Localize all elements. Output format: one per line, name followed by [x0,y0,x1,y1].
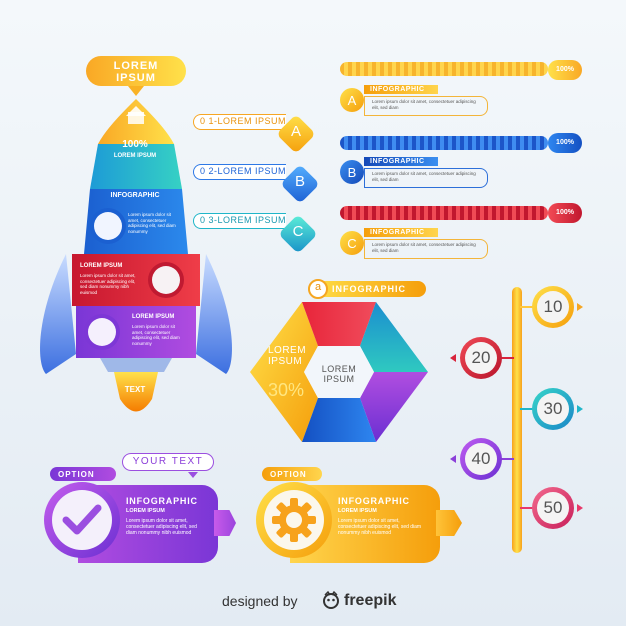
label-a-text: 0 1-LOREM IPSUM [200,116,287,126]
progress-c-badge [548,203,582,223]
gear-icon [272,498,316,542]
progress-b-textbox [364,168,488,188]
option-1-subtitle: LOREM IPSUM [126,508,165,514]
hexagon-center [304,346,374,398]
rocket-graphic [40,56,232,412]
progress-a-title-bar [364,85,438,94]
rocket-band2-title: INFOGRAPHIC [110,192,160,199]
hexagon-segment-top [302,302,376,346]
rocket-band2-text: Lorem ipsum dolor sit amet, consectetuer… [128,212,176,234]
progress-c-value: 100% [556,209,574,216]
option-2-subtitle: LOREM IPSUM [338,508,377,514]
label-c-text: 0 3-LOREM IPSUM [200,215,287,225]
rocket-right-wing [196,254,232,374]
option-1-header-pill [122,453,214,471]
hexagon-left-line2: IPSUM [268,356,303,367]
checkmark-icon [62,504,102,535]
option-2-text: Lorem ipsum dolor sit amet, consectetuer… [338,518,422,536]
hexagon-tag-text: INFOGRAPHIC [332,284,406,294]
footer-designed-by: designed by [222,593,298,609]
option-1-title: INFOGRAPHIC [126,496,198,506]
progress-a-letter: A [347,93,357,108]
progress-b-text: Lorem ipsum dolor sit amet, consectetuer… [372,171,476,182]
progress-b-value: 100% [556,139,574,146]
hexagon-center-line2: IPSUM [323,374,355,384]
progress-c-title: INFOGRAPHIC [370,229,425,236]
hexagon-tag [308,281,426,297]
hexagon-center-line1: LOREM [321,364,357,374]
rocket-title-pill [86,56,186,86]
progress-c-letter: C [347,236,357,251]
timeline-value-10: 10 [543,297,563,316]
option-2-tag [262,467,322,481]
option-2-arrow [436,510,462,536]
timeline-value-30: 30 [543,399,563,418]
label-b-letter: B [294,173,305,190]
rocket-flame-text: TEXT [124,385,146,394]
progress-b-title: INFOGRAPHIC [370,158,425,165]
option-2-title: INFOGRAPHIC [338,496,410,506]
progress-c-textbox [364,239,488,259]
label-a-pill [193,114,286,130]
rocket-band-cyan [90,144,182,189]
rocket-band4-text: Lorem ipsum dolor sit amet, consectetuer… [132,324,180,346]
label-b-pill [193,164,286,180]
rocket-infographic [36,54,236,424]
timeline-value-20: 20 [471,348,491,367]
progress-a-bar [340,62,548,76]
option-2-tag-text: OPTION [270,470,307,479]
label-b-text: 0 2-LOREM IPSUM [200,166,287,176]
progress-b-letter: B [347,165,357,180]
label-c-pill [193,213,286,229]
hexagon-segment-top-right [360,302,428,372]
option-1-tag [50,467,116,481]
timeline-value-40: 40 [471,449,491,468]
progress-b-badge [548,133,582,153]
rocket-band3-title: LOREM IPSUM [80,263,123,269]
rocket-band1-label: LOREM IPSUM [113,153,157,159]
progress-c-title-bar [364,228,438,237]
hexagon-chart [250,302,428,442]
rocket-band3-text: Lorem ipsum dolor sit amet, consectetuer… [80,273,136,295]
rocket-flame [114,372,158,412]
option-1-header: YOUR TEXT [132,456,204,467]
hexagon-tag-circle [308,279,328,299]
progress-b-bar [340,136,548,150]
progress-c-text: Lorem ipsum dolor sit amet, consectetuer… [372,242,476,253]
progress-a-circle [340,88,364,112]
label-c-letter: C [292,223,304,240]
hexagon-segment-left [250,302,318,442]
progress-a-title: INFOGRAPHIC [370,86,425,93]
hexagon-percent: 30% [268,380,305,400]
label-a-letter: A [290,123,301,140]
rocket-title-line2: IPSUM [116,72,156,84]
option-1-tag-text: OPTION [58,470,95,479]
footer-brand[interactable]: freepik [344,592,397,609]
progress-b-circle [340,160,364,184]
timeline-axis [512,287,522,553]
hexagon-segment-bottom-right [360,372,428,442]
progress-c-bar [340,206,548,220]
rocket-left-wing [40,254,76,374]
progress-b-title-bar [364,157,438,166]
progress-a-value: 100% [556,66,574,73]
option-1-text: Lorem ipsum dolor sit amet, consectetuer… [126,518,197,536]
freepik-logo-icon [323,590,339,609]
progress-c-circle [340,231,364,255]
option-1-arrow [214,510,236,536]
progress-a-text: Lorem ipsum dolor sit amet, consectetuer… [372,99,476,110]
rocket-title-line1: LOREM [113,60,159,72]
hexagon-segment-bottom [302,398,376,442]
progress-a-badge [548,60,582,80]
hexagon-left-line1: LOREM [268,345,307,356]
progress-a-textbox [364,96,488,116]
arrow-up-icon [126,106,146,116]
hexagon-tag-letter: a [314,281,322,293]
rocket-percent: 100% [122,139,148,150]
rocket-band4-title: LOREM IPSUM [132,314,175,320]
timeline-value-50: 50 [543,498,563,517]
